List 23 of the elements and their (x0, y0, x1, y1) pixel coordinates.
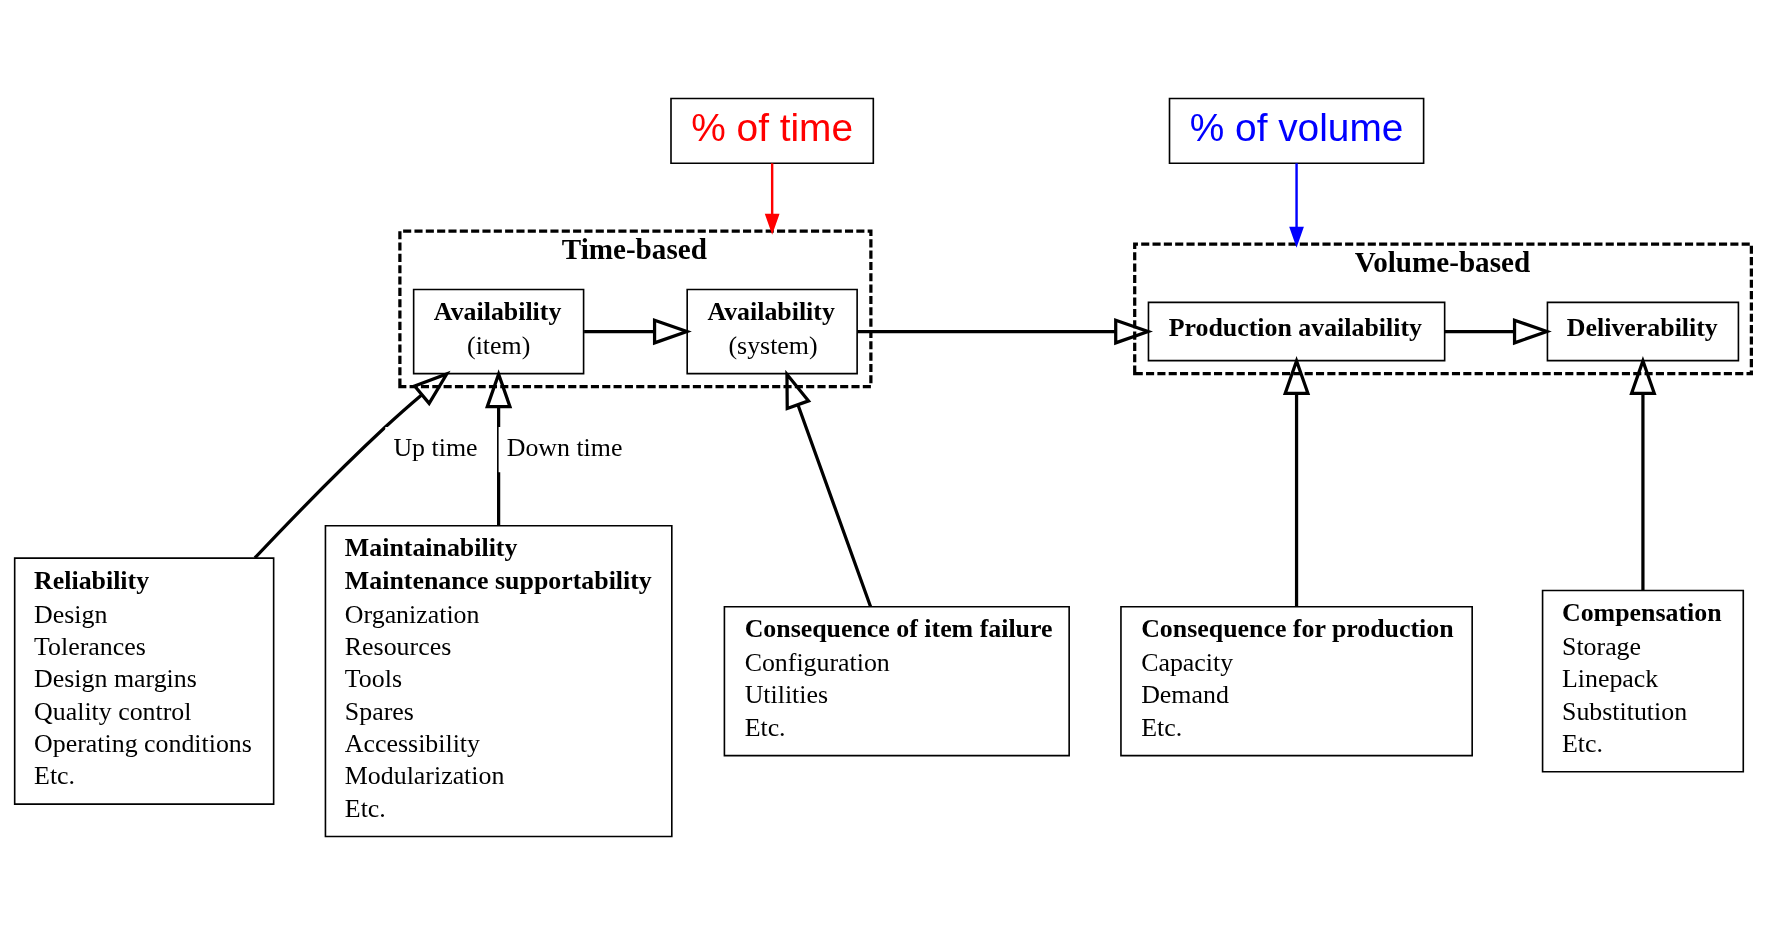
node-box: Consequence for production Capacity Demand Etc. (1120, 605, 1473, 756)
node-box: Compensation Storage Linepack Substitution Etc. (1541, 589, 1745, 773)
arrow (1289, 162, 1304, 248)
edge-label: Down time (506, 432, 623, 462)
arrow (785, 369, 873, 607)
arrow (1282, 355, 1311, 606)
arrow (764, 162, 780, 235)
node-box: Reliability Design Tolerances Design margins Quality control Operating conditions Etc. (13, 556, 275, 805)
node-box: Maintainability Maintenance supportability Organization Resources Tools Spares Accessibility Modularization Etc. (324, 524, 673, 837)
arrow (485, 368, 513, 525)
node-box: % of volume (1168, 97, 1425, 164)
node-box: Production availability (1147, 301, 1446, 361)
edge-label: Up time (393, 432, 478, 462)
node-box: Availability (item) (412, 288, 585, 374)
arrow (857, 317, 1153, 345)
node-box: Availability (system) (686, 288, 858, 374)
arrow (1444, 317, 1552, 345)
node-box: % of time (670, 97, 875, 164)
arrow (1629, 355, 1657, 590)
arrow (584, 317, 692, 345)
node-box: Deliverability (1546, 301, 1740, 361)
arrow (253, 370, 451, 559)
node-box: Consequence of item failure Configuration Utilities Etc. (723, 605, 1070, 756)
